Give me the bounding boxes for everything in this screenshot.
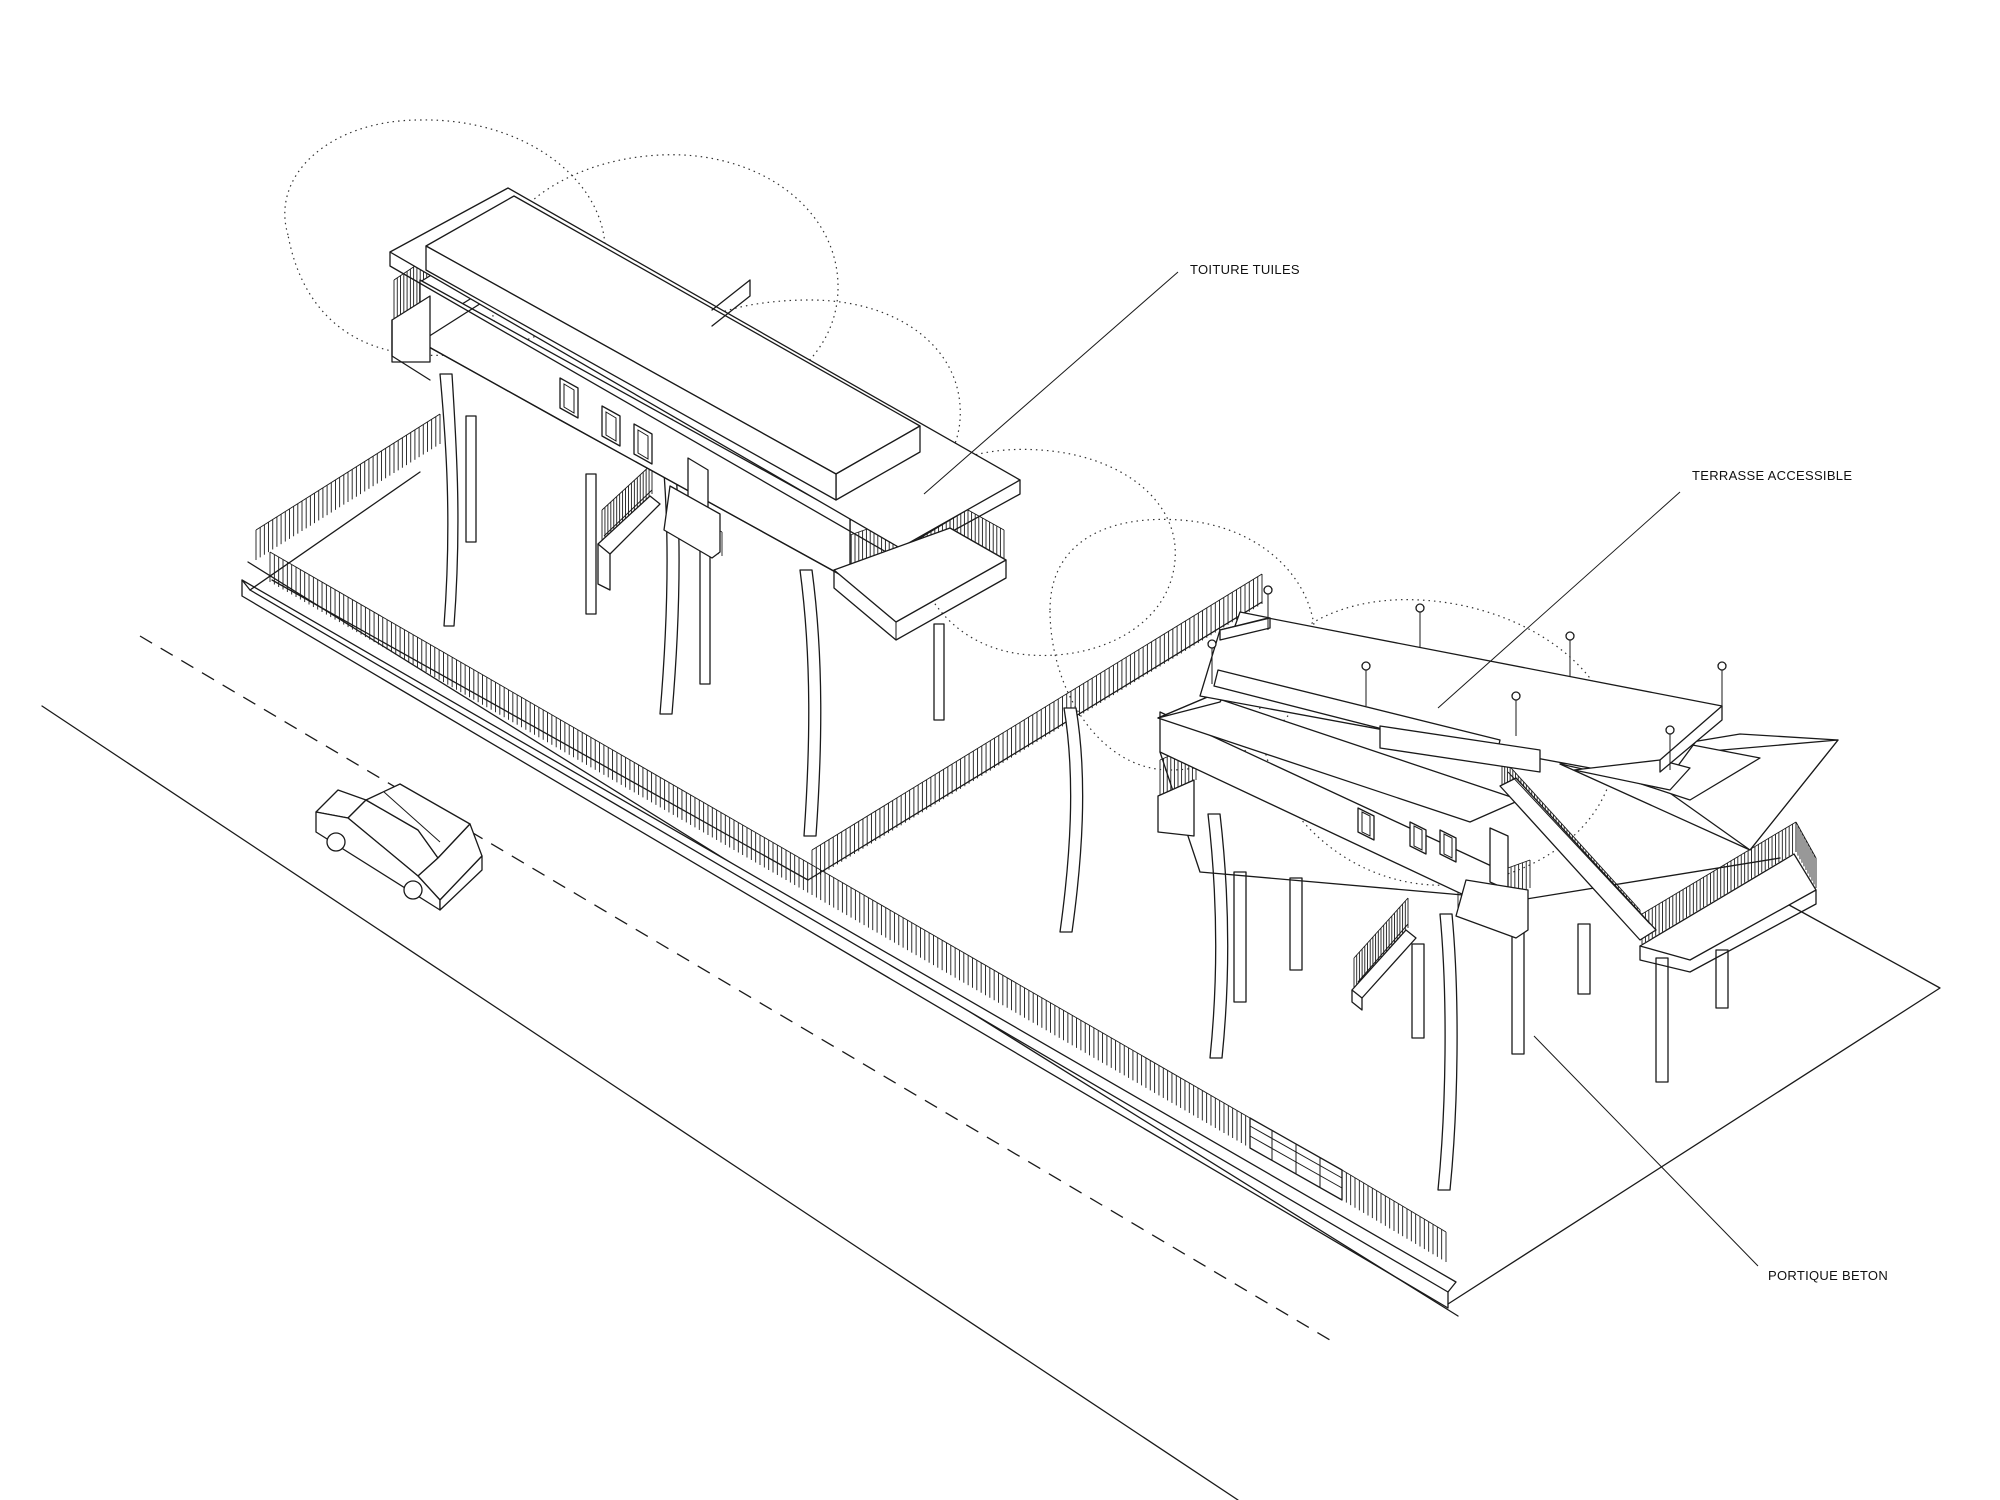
house-2-windows xyxy=(1357,807,1457,863)
house-2-roof-lamps xyxy=(1207,585,1727,770)
house-2-landing xyxy=(1455,879,1529,939)
house-1-windows xyxy=(559,377,653,465)
house-1-roof xyxy=(389,187,1021,561)
site-plot xyxy=(1447,899,1941,1305)
leader-lines xyxy=(923,271,1759,1267)
house-1-terrace-right xyxy=(833,527,1007,641)
tree-canopies xyxy=(284,119,1616,886)
house-1-stair xyxy=(597,489,661,591)
house-1-landing xyxy=(663,485,721,559)
gate xyxy=(1249,1117,1343,1201)
house-2-door xyxy=(1489,827,1509,891)
house-1 xyxy=(389,187,1021,837)
house-2-pillars xyxy=(1059,707,1729,1191)
house-2-terrace-deck xyxy=(1379,725,1541,773)
label-toiture-tuiles: TOITURE TUILES xyxy=(1190,262,1300,277)
house-2-terrace-right xyxy=(1639,853,1817,973)
house-2-stair xyxy=(1351,923,1417,1011)
house-2-upper-box xyxy=(1199,617,1723,791)
house-2-external-stair xyxy=(1499,771,1657,941)
house-1-balcony-left xyxy=(391,295,431,381)
house-2-balcony-left xyxy=(1157,779,1195,837)
label-terrasse-accessible: TERRASSE ACCESSIBLE xyxy=(1692,468,1853,483)
car xyxy=(315,783,483,911)
house-1-roof-rail xyxy=(711,279,751,327)
label-portique-beton: PORTIQUE BETON xyxy=(1768,1268,1889,1283)
house-2 xyxy=(1059,585,1839,1191)
